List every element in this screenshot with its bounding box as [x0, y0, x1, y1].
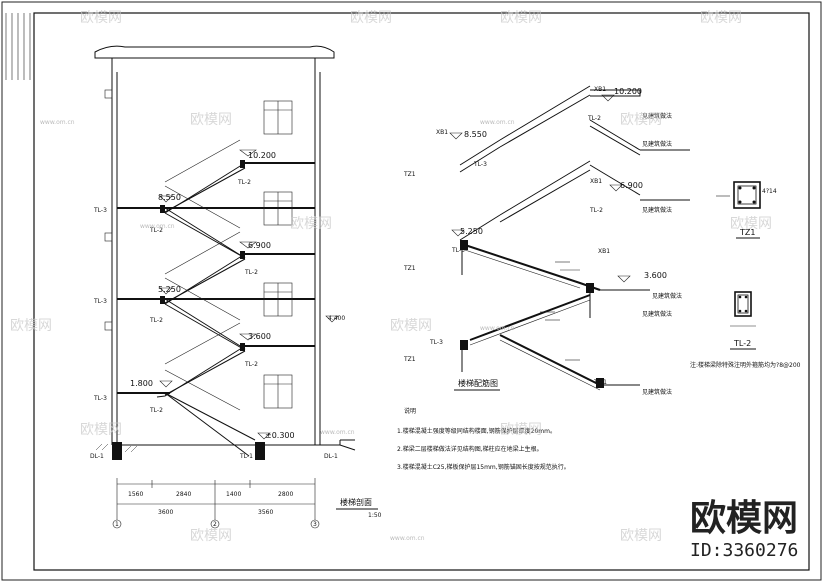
iso-label-tl2-a: TL-2 [587, 115, 601, 122]
brand-id: ID:3360276 [690, 540, 798, 561]
detail-tl2-title: TL-2 [733, 339, 751, 348]
section-beam-label-tl2-b: TL-2 [149, 227, 163, 234]
section-level-5: 3.600 [248, 332, 271, 341]
iso-label-xb1-a: XB1 [594, 86, 606, 93]
section-ground-beam-right: DL-1 [324, 453, 338, 460]
section-beam-label-tl2-d: TL-2 [149, 317, 163, 324]
iso-label-tz1-c: TZ1 [403, 356, 416, 363]
section-level-6: 1.800 [130, 379, 153, 388]
dim-top-1: 1560 [128, 491, 143, 498]
wm-site-1: www.om.cn [40, 119, 75, 126]
dim-bottom-2: 3560 [258, 509, 273, 516]
section-beam-label-tl2-f: TL-2 [149, 407, 163, 414]
stair-iso-view: 10.200 8.550 6.900 5.250 3.600 XB1 XB1 X… [403, 85, 690, 396]
wm-site-6: www.om.cn [390, 535, 425, 542]
wm-site-2: www.om.cn [480, 119, 515, 126]
wm-brand-8: 欧模网 [730, 216, 772, 232]
wm-brand-11: 欧模网 [80, 422, 122, 438]
wm-brand-4: 欧模网 [700, 10, 742, 26]
section-beam-label-tl2-a: TL-2 [237, 179, 251, 186]
iso-level-1: 10.200 [614, 87, 642, 96]
detail-tz1-title: TZ1 [739, 228, 755, 237]
section-level-ground: ±0.300 [265, 431, 295, 440]
iso-level-4: 5.250 [460, 227, 483, 236]
detail-tl2: TL-2 注:楼梯梁除特殊注明外箍筋均为?8@200 [690, 291, 801, 369]
iso-label-tl2-b: TL-2 [589, 207, 603, 214]
iso-title: 楼梯配筋图 [458, 378, 498, 388]
iso-label-tl3-a: TL-3 [473, 161, 487, 168]
detail-tz1-note: 4?14 [762, 188, 777, 195]
section-side-level: 4.400 [328, 315, 345, 322]
section-title: 楼梯剖面 [340, 497, 372, 507]
dim-top-2: 2840 [176, 491, 191, 498]
wm-brand-10: 欧模网 [390, 318, 432, 334]
wm-brand-14: 欧模网 [620, 528, 662, 544]
section-beam-label-tl3-b: TL-3 [93, 298, 107, 305]
wm-brand-5: 欧模网 [190, 112, 232, 128]
wm-brand-9: 欧模网 [10, 318, 52, 334]
section-level-3: 6.900 [248, 241, 271, 250]
iso-label-tl3-b: TL-3 [451, 247, 465, 254]
section-beam-label-tl3-a: TL-3 [93, 207, 107, 214]
wm-brand-2: 欧模网 [350, 10, 392, 26]
iso-label-xb1-c: XB1 [590, 178, 602, 185]
window-group [263, 100, 293, 409]
wm-brand-3: 欧模网 [500, 10, 542, 26]
dim-top-4: 2800 [278, 491, 293, 498]
wm-brand-1: 欧模网 [80, 10, 122, 26]
notes-block: 说明 1.楼梯混凝土强度等级同结构楼面,钢筋保护层厚度20mm。 2.梯梁二层楼… [397, 407, 570, 471]
dim-bottom-1: 3600 [158, 509, 173, 516]
iso-level-5: 3.600 [644, 271, 667, 280]
notes-line-2: 2.梯梁二层楼梯做法详见结构图,梯柱应在地梁上生根。 [397, 445, 543, 453]
section-ground-beam-left: DL-1 [90, 453, 104, 460]
dim-top-3: 1400 [226, 491, 241, 498]
watermark-layer: 欧模网 欧模网 欧模网 欧模网 欧模网 欧模网 欧模网 欧模网 欧模网 欧模网 … [10, 10, 798, 561]
wm-site-3: www.om.cn [140, 223, 175, 230]
notes-line-1: 1.楼梯混凝土强度等级同结构楼面,钢筋保护层厚度20mm。 [397, 427, 556, 435]
detail-tl2-note: 注:楼梯梁除特殊注明外箍筋均为?8@200 [690, 361, 801, 369]
section-scale: 1:50 [368, 512, 382, 519]
iso-level-2: 8.550 [464, 130, 487, 139]
axis-3: 3 [313, 521, 317, 528]
wm-site-4: www.om.cn [480, 325, 515, 332]
iso-label-tl3-c: TL-3 [429, 339, 443, 346]
wm-brand-6: 欧模网 [620, 112, 662, 128]
iso-landing-note-d: 见建筑做法 [652, 292, 682, 300]
iso-label-tz1-a: TZ1 [403, 171, 416, 178]
iso-landing-note-a: 见建筑做法 [642, 112, 672, 120]
notes-heading: 说明 [404, 407, 416, 415]
axis-1: 1 [115, 521, 119, 528]
section-beam-label-tl3-c: TL-3 [93, 395, 107, 402]
iso-landing-note-b: 见建筑做法 [642, 140, 672, 148]
detail-tz1: 4?14 TZ1 [716, 181, 777, 239]
wm-brand-7: 欧模网 [290, 216, 332, 232]
iso-label-tz1-b: TZ1 [403, 265, 416, 272]
section-level-2: 8.550 [158, 193, 181, 202]
iso-label-tl1: TL-1 [593, 379, 607, 386]
brand-logo-text: 欧模网 [690, 498, 798, 539]
section-beam-label-tl1: TL-1 [239, 453, 253, 460]
iso-landing-note-c: 见建筑做法 [642, 206, 672, 214]
iso-landing-note-e: 见建筑做法 [642, 310, 672, 318]
iso-label-xb1-d: XB1 [598, 248, 610, 255]
iso-label-xb1-b: XB1 [436, 129, 448, 136]
stair-section-view: 10.200 8.550 6.900 5.250 3.600 1.800 ±0.… [90, 45, 382, 529]
wm-site-5: www.om.cn [320, 429, 355, 436]
iso-landing-note-f: 见建筑做法 [642, 388, 672, 396]
section-level-4: 5.250 [158, 285, 181, 294]
wm-brand-12: 欧模网 [500, 422, 542, 438]
iso-level-3: 6.900 [620, 181, 643, 190]
section-level-1: 10.200 [248, 151, 276, 160]
notes-line-3: 3.楼梯混凝土C25,梯板保护层15mm,钢筋锚固长度按规范执行。 [397, 463, 570, 471]
axis-2: 2 [213, 521, 217, 528]
binding-margin [5, 13, 31, 80]
section-beam-label-tl2-c: TL-2 [244, 269, 258, 276]
inner-frame [33, 12, 810, 571]
wm-brand-13: 欧模网 [190, 528, 232, 544]
section-beam-label-tl2-e: TL-2 [244, 361, 258, 368]
